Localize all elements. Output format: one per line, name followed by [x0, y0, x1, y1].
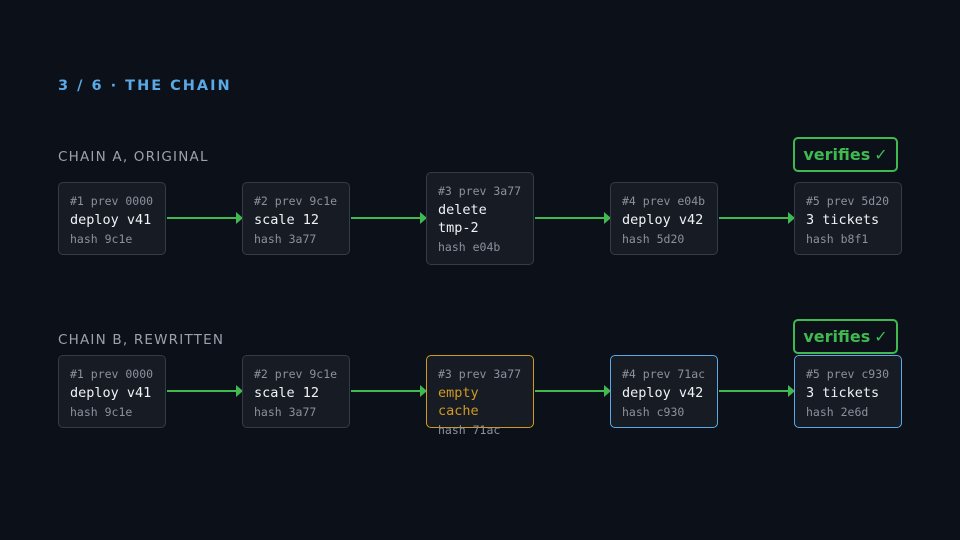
chain-a-link-arrow-2: [351, 212, 427, 224]
block-meta: #1 prev 0000: [70, 367, 154, 381]
block-action: scale 12: [254, 212, 320, 228]
chain-b-block-4: #4 prev 71ac deploy v42 hash c930: [610, 355, 718, 428]
chain-a-link-arrow-4: [719, 212, 795, 224]
block-meta: #5 prev 5d20: [806, 194, 890, 208]
chain-b-block-3-rewritten: #3 prev 3a77 empty cache hash 71ac: [426, 355, 534, 437]
chain-a-link-arrow-1: [167, 212, 243, 224]
slide-label: 3 / 6 · THE CHAIN: [58, 78, 232, 94]
chain-b-block-5: #5 prev c930 3 tickets hash 2e6d: [794, 355, 902, 428]
block-meta: #2 prev 9c1e: [254, 367, 338, 381]
block-meta: #2 prev 9c1e: [254, 194, 338, 208]
block-hash: hash 5d20: [622, 232, 685, 246]
block-hash: hash 71ac: [438, 423, 501, 437]
block-meta: #3 prev 3a77: [438, 184, 522, 198]
chain-b-verifies-badge: verifies ✓: [793, 319, 898, 354]
block-hash: hash 9c1e: [70, 232, 133, 246]
block-action: deploy v41: [70, 385, 152, 401]
chain-a-block-1: #1 prev 0000 deploy v41 hash 9c1e: [58, 182, 166, 255]
block-hash: hash 9c1e: [70, 405, 133, 419]
block-hash: hash 3a77: [254, 405, 317, 419]
chain-a-label: CHAIN A, ORIGINAL: [58, 149, 209, 165]
block-action: deploy v41: [70, 212, 152, 228]
block-meta: #4 prev 71ac: [622, 367, 706, 381]
block-action: 3 tickets: [806, 385, 880, 401]
block-hash: hash 2e6d: [806, 405, 869, 419]
block-action: deploy v42: [622, 385, 704, 401]
block-hash: hash 3a77: [254, 232, 317, 246]
chain-b-link-arrow-1: [167, 385, 243, 397]
block-meta: #5 prev c930: [806, 367, 890, 381]
block-meta: #1 prev 0000: [70, 194, 154, 208]
block-action: deploy v42: [622, 212, 704, 228]
block-hash: hash b8f1: [806, 232, 869, 246]
chain-b-block-1: #1 prev 0000 deploy v41 hash 9c1e: [58, 355, 166, 428]
block-action: delete tmp-2: [438, 202, 487, 236]
chain-a-verifies-badge: verifies ✓: [793, 137, 898, 172]
chain-a-block-3: #3 prev 3a77 delete tmp-2 hash e04b: [426, 172, 534, 265]
check-icon: ✓: [874, 145, 888, 164]
chain-b-link-arrow-2: [351, 385, 427, 397]
chain-a-block-2: #2 prev 9c1e scale 12 hash 3a77: [242, 182, 350, 255]
chain-a-link-arrow-3: [535, 212, 611, 224]
check-icon: ✓: [874, 327, 888, 346]
chain-b-link-arrow-3: [535, 385, 611, 397]
block-action: scale 12: [254, 385, 320, 401]
block-hash: hash e04b: [438, 240, 501, 254]
chain-a-block-4: #4 prev e04b deploy v42 hash 5d20: [610, 182, 718, 255]
chain-b-link-arrow-4: [719, 385, 795, 397]
badge-text: verifies: [803, 145, 871, 164]
chain-b-block-2: #2 prev 9c1e scale 12 hash 3a77: [242, 355, 350, 428]
block-hash: hash c930: [622, 405, 685, 419]
badge-text: verifies: [803, 327, 871, 346]
chain-a-block-5: #5 prev 5d20 3 tickets hash b8f1: [794, 182, 902, 255]
block-action: 3 tickets: [806, 212, 880, 228]
chain-b-label: CHAIN B, REWRITTEN: [58, 332, 225, 348]
block-meta: #4 prev e04b: [622, 194, 706, 208]
block-action: empty cache: [438, 385, 479, 419]
block-meta: #3 prev 3a77: [438, 367, 522, 381]
